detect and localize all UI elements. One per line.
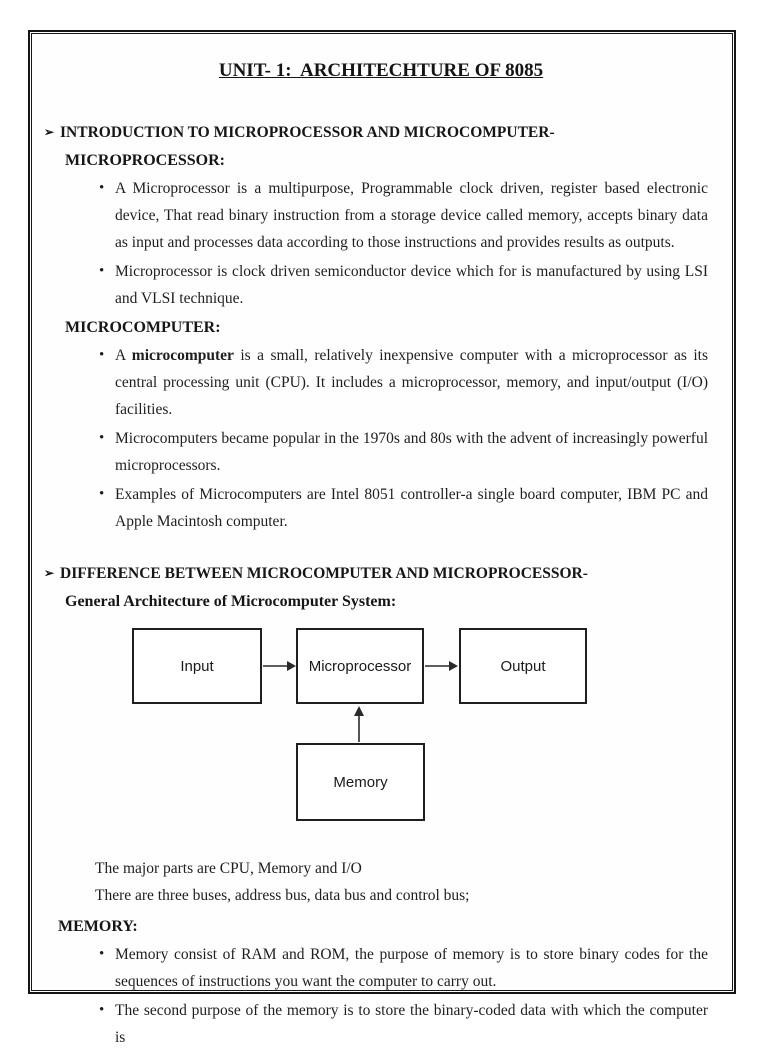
list-item: • Memory consist of RAM and ROM, the pur… <box>54 941 708 995</box>
diagram-box-microprocessor-label: Microprocessor <box>308 657 412 675</box>
bullet-text: Examples of Microcomputers are Intel 805… <box>115 486 708 530</box>
list-item: • Examples of Microcomputers are Intel 8… <box>54 481 708 535</box>
section-heading-introduction-label: INTRODUCTION TO MICROPROCESSOR AND MICRO… <box>60 124 555 141</box>
page-title: UNIT- 1: ARCHITECHTURE OF 8085 <box>218 60 544 81</box>
page-inner-border: UNIT- 1: ARCHITECHTURE OF 8085 ➢ INTRODUC… <box>31 33 733 1046</box>
architecture-diagram: Input Microprocessor Output Memory <box>54 628 708 821</box>
arrow-bullet-icon: ➢ <box>44 566 55 580</box>
diagram-box-input: Input <box>132 628 262 704</box>
bullet-icon: • <box>99 180 105 196</box>
microprocessor-bullet-list: • A Microprocessor is a multipurpose, Pr… <box>54 175 708 312</box>
arrow-bullet-icon: ➢ <box>44 125 55 139</box>
section-heading-difference-label: DIFFERENCE BETWEEN MICROCOMPUTER AND MIC… <box>60 565 588 582</box>
list-item: • Microcomputers became popular in the 1… <box>54 425 708 479</box>
diagram-box-output: Output <box>459 628 587 704</box>
page-content: UNIT- 1: ARCHITECHTURE OF 8085 ➢ INTRODUC… <box>32 60 732 1051</box>
arrow-up-icon <box>354 706 364 716</box>
bullet-icon: • <box>99 1002 105 1018</box>
bullet-text: A Microprocessor is a multipurpose, Prog… <box>115 180 708 251</box>
section-heading-introduction: ➢ INTRODUCTION TO MICROPROCESSOR AND MICR… <box>44 118 708 147</box>
list-item: • A Microprocessor is a multipurpose, Pr… <box>54 175 708 256</box>
bullet-icon: • <box>99 486 105 502</box>
document-page: UNIT- 1: ARCHITECHTURE OF 8085 ➢ INTRODUC… <box>28 30 736 1046</box>
bullet-icon: • <box>99 263 105 279</box>
bullet-text: Memory consist of RAM and ROM, the purpo… <box>115 946 708 990</box>
bullet-text: The second purpose of the memory is to s… <box>115 1002 708 1046</box>
note-line: The major parts are CPU, Memory and I/O <box>95 860 362 877</box>
section-heading-difference: ➢ DIFFERENCE BETWEEN MICROCOMPUTER AND MI… <box>44 559 708 588</box>
microcomputer-bullet-list: • A microcomputer is a small, relatively … <box>54 342 708 535</box>
diagram-box-microprocessor: Microprocessor <box>296 628 424 704</box>
bullet-text: Microcomputers became popular in the 197… <box>115 430 708 474</box>
note-line: There are three buses, address bus, data… <box>95 887 470 904</box>
bullet-text: Microprocessor is clock driven semicondu… <box>115 263 708 307</box>
memory-bullet-list: • Memory consist of RAM and ROM, the pur… <box>54 941 708 1051</box>
diagram-box-output-label: Output <box>500 657 546 675</box>
architecture-subheading: General Architecture of Microcomputer Sy… <box>65 593 397 610</box>
memory-label: MEMORY: <box>58 918 138 935</box>
arrow-right-icon <box>287 661 296 671</box>
list-item: • Microprocessor is clock driven semicon… <box>54 258 708 312</box>
microcomputer-label: MICROCOMPUTER: <box>65 319 221 336</box>
arrow-right-icon <box>449 661 458 671</box>
diagram-arrows <box>263 661 458 742</box>
bullet-text-bold: microcomputer <box>131 347 234 364</box>
list-item: • A microcomputer is a small, relatively … <box>54 342 708 423</box>
microprocessor-label: MICROPROCESSOR: <box>65 152 226 169</box>
diagram-box-memory-label: Memory <box>333 773 388 791</box>
list-item: • The second purpose of the memory is to… <box>54 997 708 1051</box>
bullet-icon: • <box>99 347 105 363</box>
bullet-icon: • <box>99 946 105 962</box>
bullet-text-post: is a small, relatively inexpensive compu… <box>115 347 709 418</box>
bullet-text-pre: A <box>115 347 132 364</box>
diagram-box-memory: Memory <box>296 743 425 821</box>
diagram-box-input-label: Input <box>180 657 214 675</box>
bullet-icon: • <box>99 430 105 446</box>
